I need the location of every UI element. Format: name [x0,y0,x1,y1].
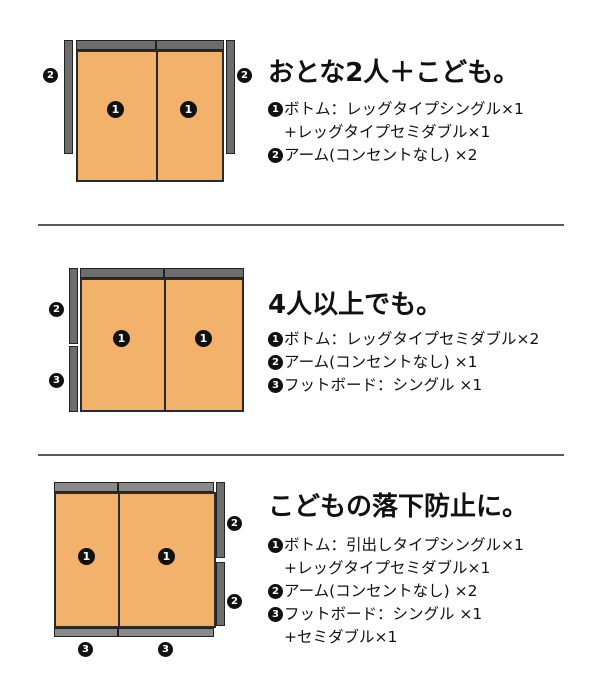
label-mattress-right: 1 [180,101,197,118]
bed-diagram-3: 1 1 2 2 3 3 [40,478,260,673]
parts-text: フットボード：シングル ×1 [284,605,483,623]
headboard-right [164,268,244,278]
label-mattress-right: 1 [195,330,212,347]
headboard-left [54,482,118,492]
headboard-left [76,40,156,50]
parts-text: アーム(コンセントなし) ×2 [284,582,478,600]
number-mark: 2 [268,584,283,599]
divider [38,224,564,226]
arm-right-bottom [216,562,225,626]
number-mark: 3 [268,607,283,622]
parts-text: アーム(コンセントなし) ×1 [284,353,478,371]
bed-diagram-2: 1 1 2 3 [40,264,260,424]
label-mattress-right: 1 [158,548,175,565]
parts-text: フットボード：シングル ×1 [284,376,483,394]
section-title: 4人以上でも。 [268,290,443,320]
label-foot-right: 3 [158,642,173,657]
parts-text: アーム(コンセントなし) ×2 [284,146,478,164]
label-arm-right-bottom: 2 [227,594,242,609]
number-mark: 1 [268,538,283,553]
parts-item: +レッグタイプセミダブル×1 [268,121,524,144]
parts-text: ボトム：レッグタイプシングル×1 [284,100,524,118]
label-mattress-left: 1 [78,548,95,565]
label-arm-left: 2 [43,68,58,83]
label-foot-left: 3 [49,373,64,388]
parts-item: +セミダブル×1 [268,626,524,649]
number-mark: 1 [268,332,283,347]
section-title: こどもの落下防止に。 [268,492,529,522]
number-mark: 2 [268,355,283,370]
headboard-right [118,482,214,492]
number-mark: 3 [268,378,283,393]
number-mark: 1 [268,102,283,117]
label-arm-right-top: 2 [227,516,242,531]
parts-text: +レッグタイプセミダブル×1 [284,559,491,577]
footboard-left [54,628,118,637]
number-mark: 2 [268,148,283,163]
headboard-left [80,268,164,278]
headboard-right [156,40,224,50]
label-arm-right: 2 [237,68,252,83]
section-title: おとな2人＋こども。 [268,58,520,88]
arm-left [69,268,78,344]
bed-diagram-1: 1 1 2 2 [40,36,260,186]
arm-left [64,40,73,154]
label-mattress-left: 1 [113,330,130,347]
label-foot-left: 3 [78,642,93,657]
parts-text: ボトム：引出しタイプシングル×1 [284,536,524,554]
label-arm-left: 2 [49,302,64,317]
arm-right-top [216,482,225,558]
parts-text: +セミダブル×1 [284,628,398,646]
footboard-left [69,346,78,412]
parts-text: +レッグタイプセミダブル×1 [284,123,491,141]
parts-item: +レッグタイプセミダブル×1 [268,557,524,580]
footboard-right [118,628,214,637]
arm-right [226,40,235,154]
label-mattress-left: 1 [107,101,124,118]
parts-text: ボトム：レッグタイプセミダブル×2 [284,330,540,348]
divider [38,454,564,456]
